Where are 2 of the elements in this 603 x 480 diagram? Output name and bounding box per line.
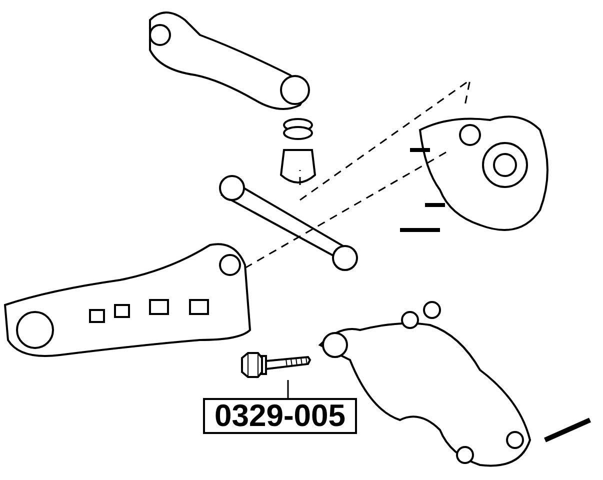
leader-line — [287, 380, 289, 398]
part-number-label: 0329-005 — [203, 398, 357, 434]
